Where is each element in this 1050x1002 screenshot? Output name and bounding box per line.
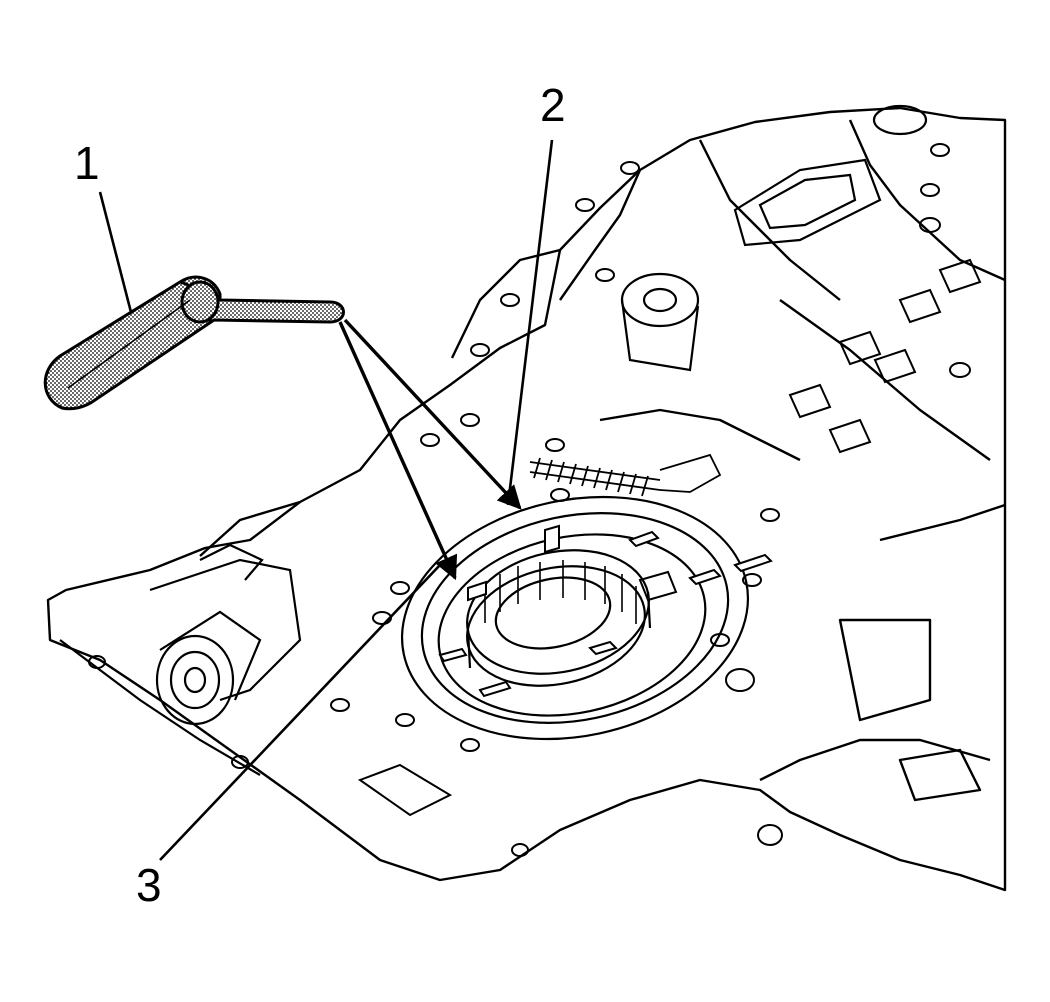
leader-lines (98, 139, 554, 861)
arrow-to-tab-3 (338, 321, 458, 581)
gear-teeth (484, 560, 637, 624)
arrows (338, 318, 522, 581)
housing (46, 106, 1007, 892)
ring-tabs (438, 524, 773, 698)
leader-line-1 (98, 191, 135, 321)
bolt-holes (88, 143, 971, 857)
callout-2: 2 (540, 79, 566, 131)
leader-line-2 (506, 139, 554, 506)
callout-1: 1 (74, 137, 100, 189)
window-cutouts (357, 258, 982, 817)
tool (43, 275, 345, 411)
upper-bosses (620, 104, 928, 372)
pump-assembly (400, 495, 750, 741)
pump-spring (529, 453, 722, 497)
callout-3: 3 (136, 859, 162, 911)
left-housing (59, 543, 302, 776)
arrow-to-tab-2 (343, 318, 522, 510)
leader-line-3 (159, 564, 441, 861)
